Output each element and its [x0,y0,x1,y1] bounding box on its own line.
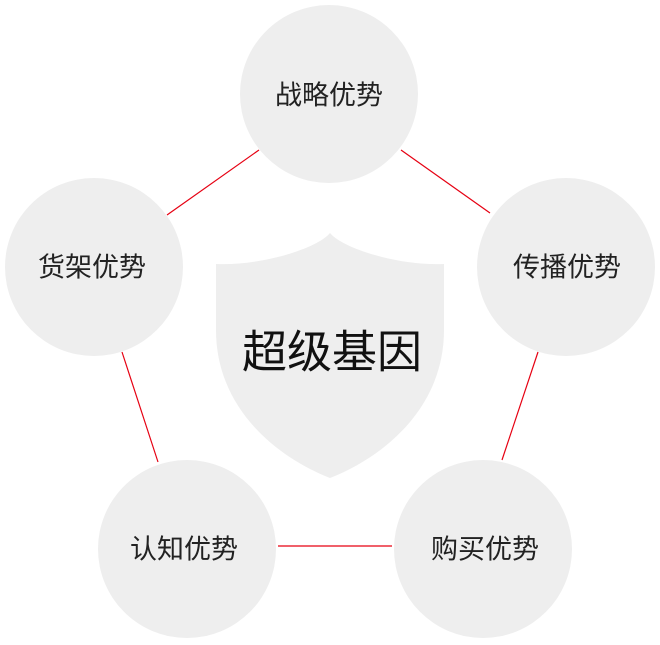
node-label: 货架优势 [38,253,146,284]
connector-shelf-strategy [166,149,260,216]
node-strategy: 战略优势 [240,5,418,183]
node-cognition: 认知优势 [98,460,276,638]
node-label: 战略优势 [275,81,383,112]
connector-strategy-spread [400,149,491,214]
shield-icon [216,233,444,478]
connector-spread-purchase [501,351,539,461]
node-label: 传播优势 [513,253,621,284]
node-label: 购买优势 [431,535,539,566]
node-label: 认知优势 [130,535,238,566]
connector-cognition-shelf [121,351,159,463]
node-spread: 传播优势 [477,178,655,356]
center-label: 超级基因 [242,326,422,379]
node-shelf: 货架优势 [5,178,183,356]
node-purchase: 购买优势 [394,460,572,638]
